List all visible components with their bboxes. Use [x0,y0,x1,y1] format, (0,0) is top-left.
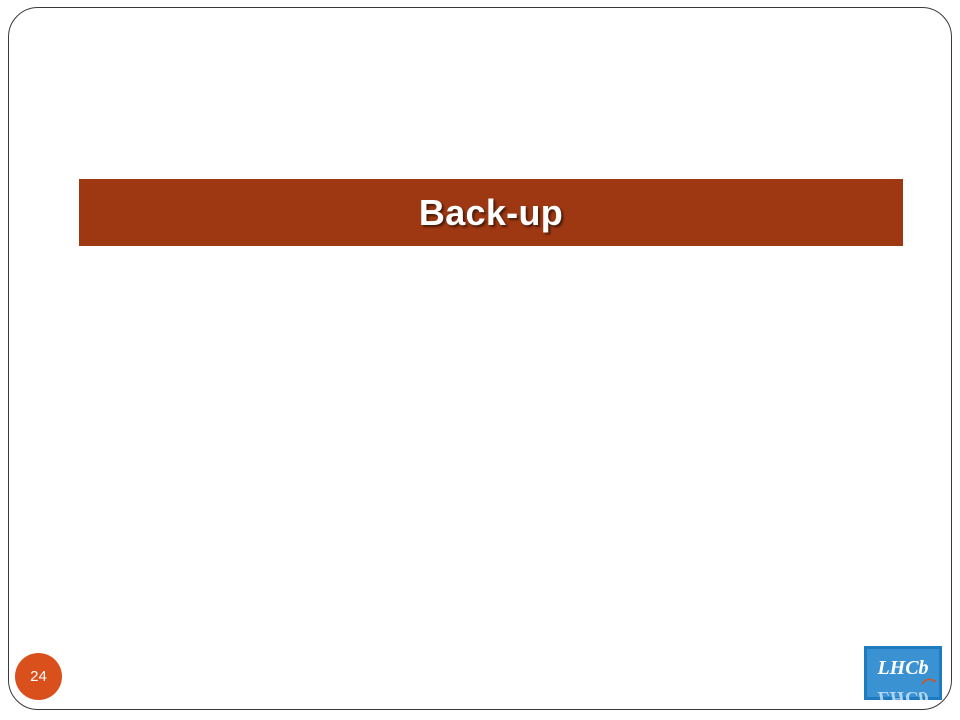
page-number: 24 [30,668,47,685]
lhcb-logo-text: LHCb [876,657,928,679]
lhcb-logo-inner [867,649,939,697]
lhcb-logo-reflection: LHCb [876,687,928,700]
page-number-badge: 24 [15,653,62,700]
lhcb-logo: LHCb LHCb [864,646,942,700]
slide-frame [8,7,952,710]
lhcb-logo-reflection-text: LHCb [876,687,928,700]
lhcb-logo-swoosh [921,678,937,685]
title-banner: Back-up [79,179,903,246]
slide-title: Back-up [418,191,564,233]
